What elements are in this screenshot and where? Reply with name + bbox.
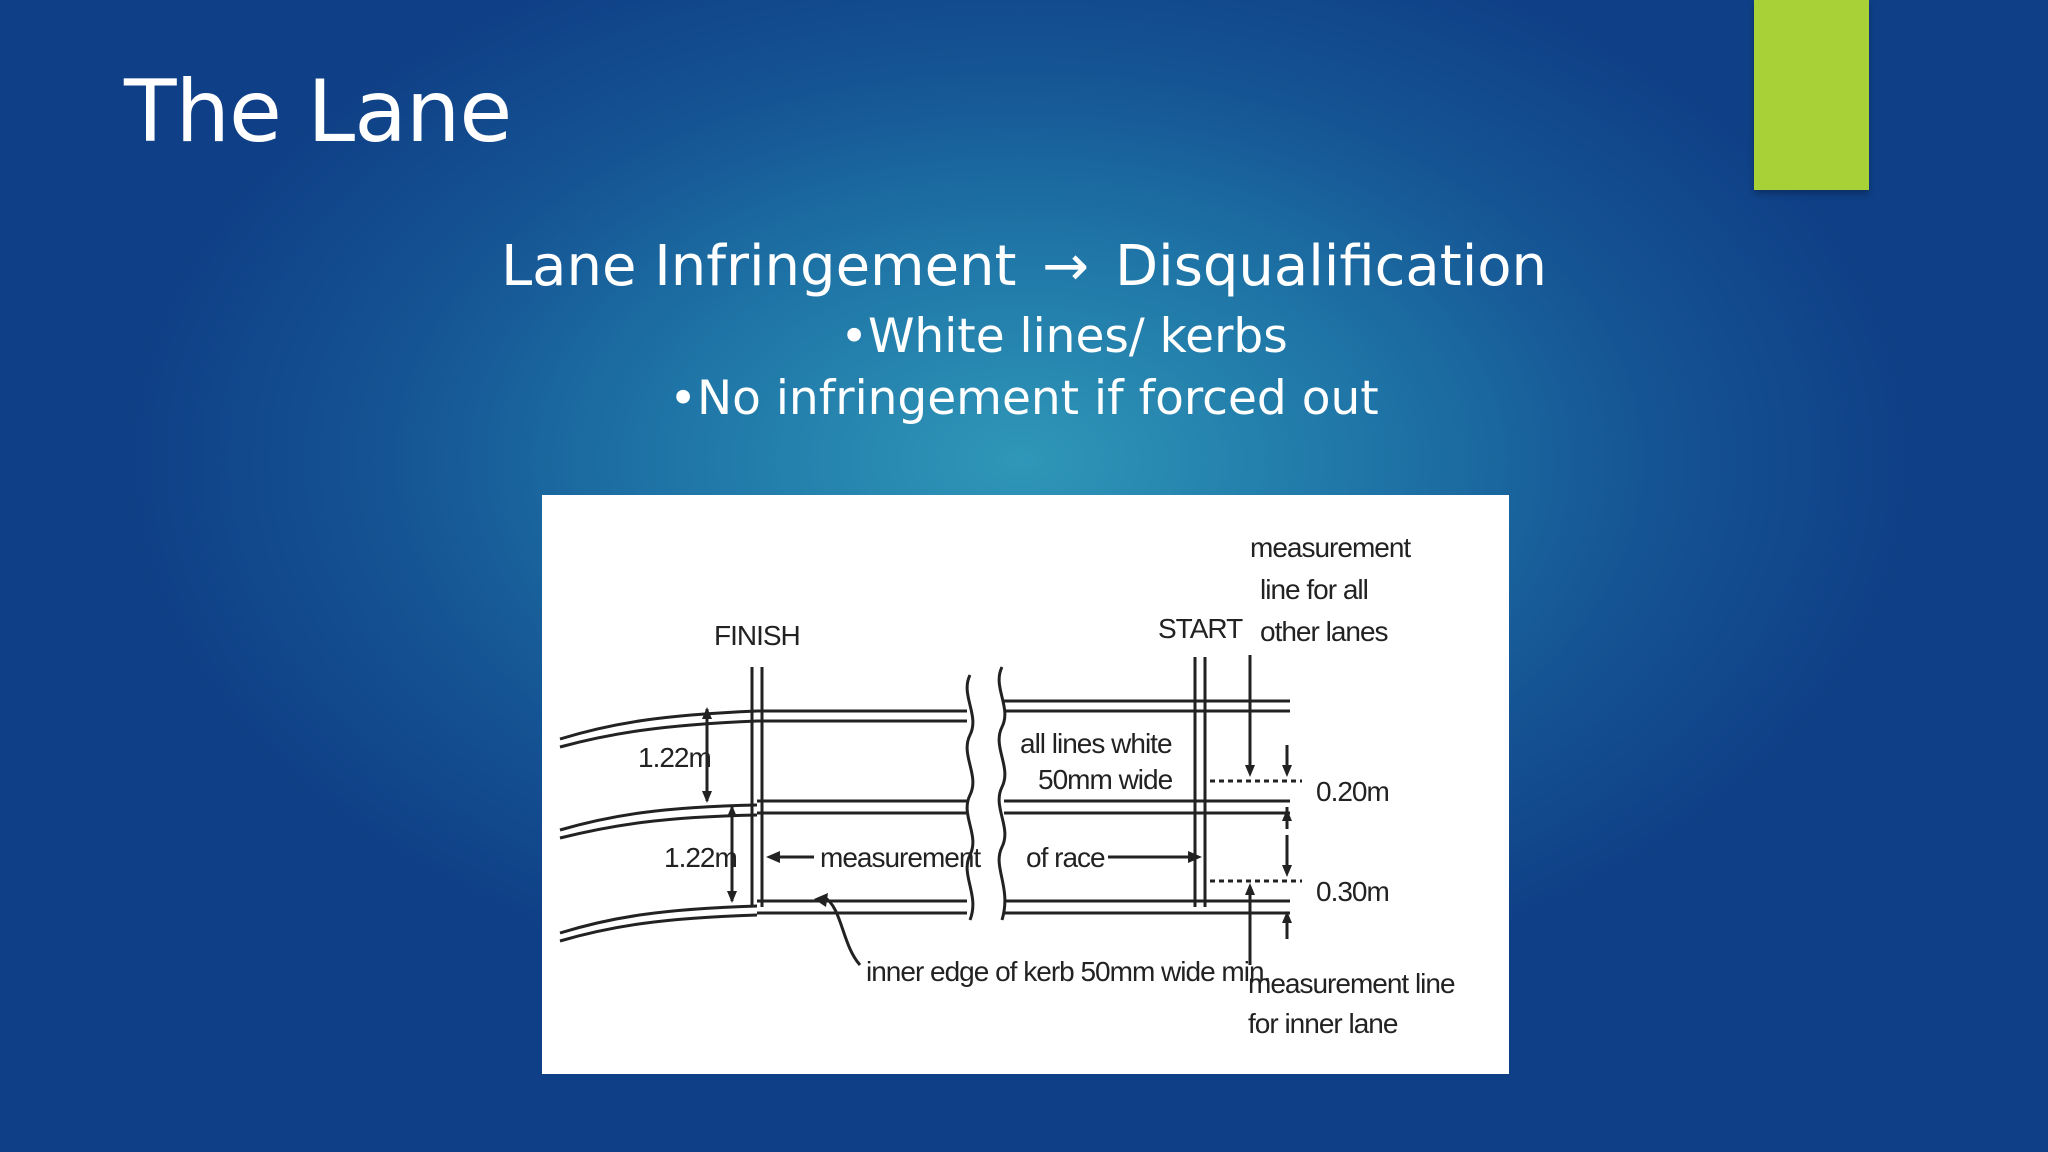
dimension-label: 0.30m (1316, 876, 1389, 907)
lane-line-top-1 (559, 709, 758, 741)
finish-label: FINISH (714, 620, 800, 651)
slide-title: The Lane (124, 62, 512, 162)
measurement-line-label: line for all (1260, 574, 1368, 605)
lane-line-mid-1 (559, 803, 758, 832)
dimension-label: 0.20m (1316, 776, 1389, 807)
bullet-list: •White lines/ kerbs •No infringement if … (0, 306, 2048, 430)
arrowhead (1245, 883, 1255, 895)
lane-width-label: 1.22m (664, 842, 737, 873)
kerb-pointer (823, 895, 862, 967)
break-line (965, 674, 975, 921)
lane-diagram-svg: FINISH START measurement line for all ot… (559, 532, 1456, 1039)
measurement-line-label: other lanes (1260, 616, 1388, 647)
arrowhead (766, 851, 780, 863)
measurement-label: measurement (820, 842, 981, 873)
lane-width-label: 1.22m (638, 742, 711, 773)
slide-subtitle: Lane Infringement → Disqualification (0, 234, 2048, 299)
arrowhead (1282, 865, 1292, 877)
arrowhead (702, 707, 712, 719)
arrowhead (727, 891, 737, 903)
arrowhead (1282, 809, 1292, 821)
kerb-label: inner edge of kerb 50mm wide min. (866, 956, 1270, 987)
subtitle-left: Lane Infringement (500, 234, 1017, 299)
lane-line-mid-2 (559, 813, 758, 840)
subtitle-right: Disqualification (1115, 234, 1548, 299)
break-line (997, 666, 1007, 921)
bullet-item: •White lines/ kerbs (840, 309, 1288, 364)
arrowhead (1282, 765, 1292, 777)
lane-line-bot-2 (559, 913, 758, 943)
arrowhead (702, 791, 712, 803)
all-lines-label: all lines white (1020, 728, 1172, 759)
lane-line-top-2 (559, 719, 758, 749)
inner-lane-label: measurement line (1248, 968, 1455, 999)
arrowhead (1282, 911, 1292, 923)
lane-diagram-image: FINISH START measurement line for all ot… (542, 495, 1509, 1074)
accent-bar (1754, 0, 1869, 190)
arrowhead (1245, 765, 1255, 777)
start-label: START (1158, 613, 1243, 644)
arrowhead (727, 805, 737, 817)
right-arrow-icon: → (1042, 234, 1090, 299)
measurement-line-label: measurement (1250, 532, 1411, 563)
bullet-item: •No infringement if forced out (669, 371, 1379, 426)
lane-line-bot-1 (559, 904, 758, 935)
arrowhead (1188, 851, 1202, 863)
all-lines-label: 50mm wide (1038, 764, 1173, 795)
arrowhead (814, 893, 828, 907)
of-race-label: of race (1026, 842, 1105, 873)
inner-lane-label: for inner lane (1248, 1008, 1398, 1039)
